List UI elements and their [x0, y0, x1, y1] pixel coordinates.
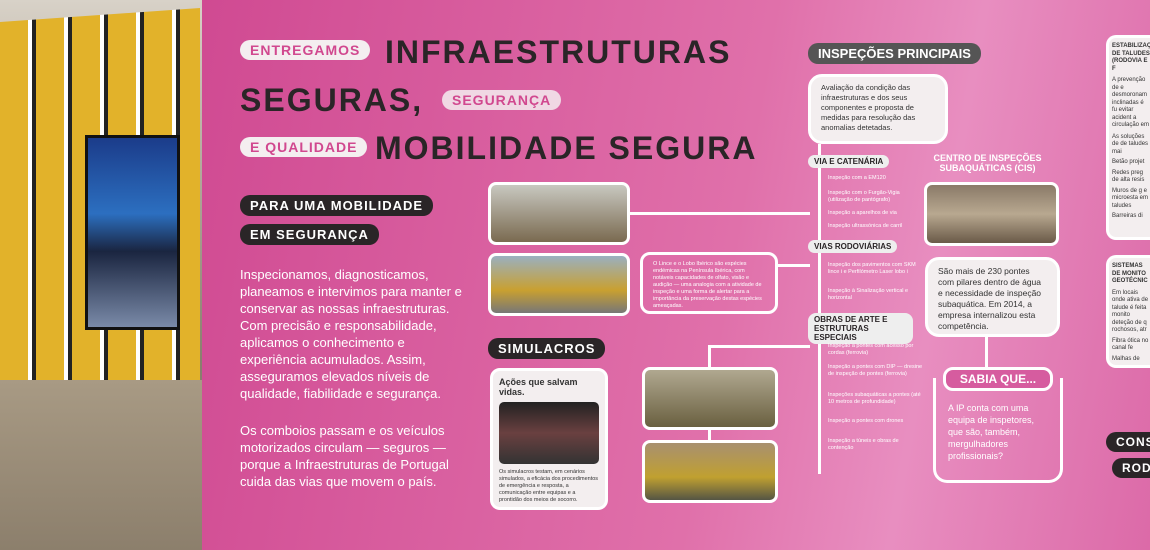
headline-pill-3: E QUALIDADE [240, 137, 368, 157]
headline-1: INFRAESTRUTURAS [385, 34, 732, 70]
monitorizacao-text: Em locais onde ativa de talude é feita m… [1112, 289, 1149, 334]
simulacros-title: SIMULACROS [488, 338, 606, 359]
floor [0, 380, 205, 550]
sabia-text: A IP conta com uma equipa de inspetores,… [933, 378, 1063, 483]
list-item: Barreiras di [1112, 213, 1143, 219]
list-item: Betão projet [1112, 159, 1145, 165]
headline-pill-2: SEGURANÇA [442, 90, 562, 110]
taludes-text-2: As soluções de de taludes mai [1112, 133, 1149, 155]
group-title-obras: OBRAS DE ARTE E ESTRUTURAS ESPECIAIS [808, 313, 913, 344]
inspecoes-title: INSPEÇÕES PRINCIPAIS [808, 43, 981, 64]
photo-road-vehicles [488, 253, 630, 316]
headline-pill-1: ENTREGAMOS [240, 40, 371, 60]
timeline-line [818, 144, 821, 474]
section-paragraph-2: Os comboios passam e os veículos motoriz… [240, 423, 449, 489]
section-title-1: PARA UMA MOBILIDADE [240, 195, 434, 216]
photo-emergency-drill [499, 402, 599, 464]
list-item: Inspeção à Sinalização vertical e horizo… [828, 288, 909, 301]
photo-rope-access [642, 440, 778, 503]
connector [708, 345, 810, 348]
list-item: Inspeção a pontes com DIP — dresine de i… [828, 364, 923, 377]
monitorizacao-title: SISTEMAS DE MONITO GEOTÉCNIC [1112, 263, 1148, 284]
connector [985, 337, 988, 367]
monitorizacao-card: SISTEMAS DE MONITO GEOTÉCNIC Em locais o… [1106, 255, 1150, 368]
list-item: Inspeções subaquáticas a pontes (até 10 … [828, 392, 921, 405]
inspecoes-intro: Avaliação da condição das infraestrutura… [808, 74, 948, 144]
group-title-via: VIA E CATENÁRIA [808, 155, 890, 168]
connector [630, 212, 810, 215]
taludes-card: ESTABILIZAÇ DE TALUDES (RODOVIA E F A pr… [1106, 35, 1150, 240]
list-item: Muros de g e microesta em taludes [1112, 187, 1149, 209]
headline-3: MOBILIDADE SEGURA [375, 130, 758, 166]
simulacros-card-text: Os simulacros testam, em cenários simula… [499, 469, 599, 503]
headline-2: SEGURAS, [240, 82, 424, 118]
cis-title: CENTRO DE INSPEÇÕES SUBAQUÁTICAS (CIS) [933, 153, 1042, 173]
list-item: Inspeção a pontes com drones [828, 418, 904, 424]
taludes-title: ESTABILIZAÇ DE TALUDES (RODOVIA E F [1112, 43, 1150, 72]
list-item: Inspeção com o Furgão-Vigia (utilização … [828, 190, 900, 203]
list-item: Inspeção a aparelhos de via [828, 210, 897, 216]
taludes-text: A prevenção de e desmoronam inclinadas é… [1112, 77, 1150, 128]
group-title-rodoviarias: VIAS RODOVIÁRIAS [808, 240, 898, 253]
list-item: Fibra ótica no canal fe [1112, 337, 1149, 352]
list-item: Inspeção a túneis e obras de contenção [828, 438, 899, 451]
section-title-2: EM SEGURANÇA [240, 224, 379, 245]
display-screen [85, 135, 180, 330]
list-item: Inspeção com a EM120 [828, 175, 886, 181]
section-paragraph-1: Inspecionamos, diagnosticamos, planeamos… [240, 267, 462, 401]
photo-rail-inspection [488, 182, 630, 245]
sabia-title: SABIA QUE... [943, 367, 1053, 391]
list-item: Inspeção ultrassónica de carril [828, 223, 903, 229]
list-item: Malhas de [1112, 355, 1140, 362]
tag-rodovia: RODO [1112, 458, 1150, 478]
photo-underwater-inspection [924, 182, 1059, 246]
list-item: Inspeção a pontes com acesso por cordas … [828, 343, 914, 356]
tag-conservacao: CONSE [1106, 432, 1150, 452]
lince-card: O Lince e o Lobo Ibérico são espécies en… [640, 252, 778, 314]
photo-bridge-structure [642, 367, 778, 430]
simulacros-card-title: Ações que salvam vidas. [499, 377, 578, 397]
simulacros-card: Ações que salvam vidas. Os simulacros te… [490, 368, 608, 510]
list-item: Inspeção dos pavimentos com SKM lince i … [828, 262, 916, 275]
cis-text: São mais de 230 pontes com pilares dentr… [925, 257, 1060, 337]
connector [778, 264, 810, 267]
list-item: Redes preg de alta resis [1112, 169, 1145, 184]
